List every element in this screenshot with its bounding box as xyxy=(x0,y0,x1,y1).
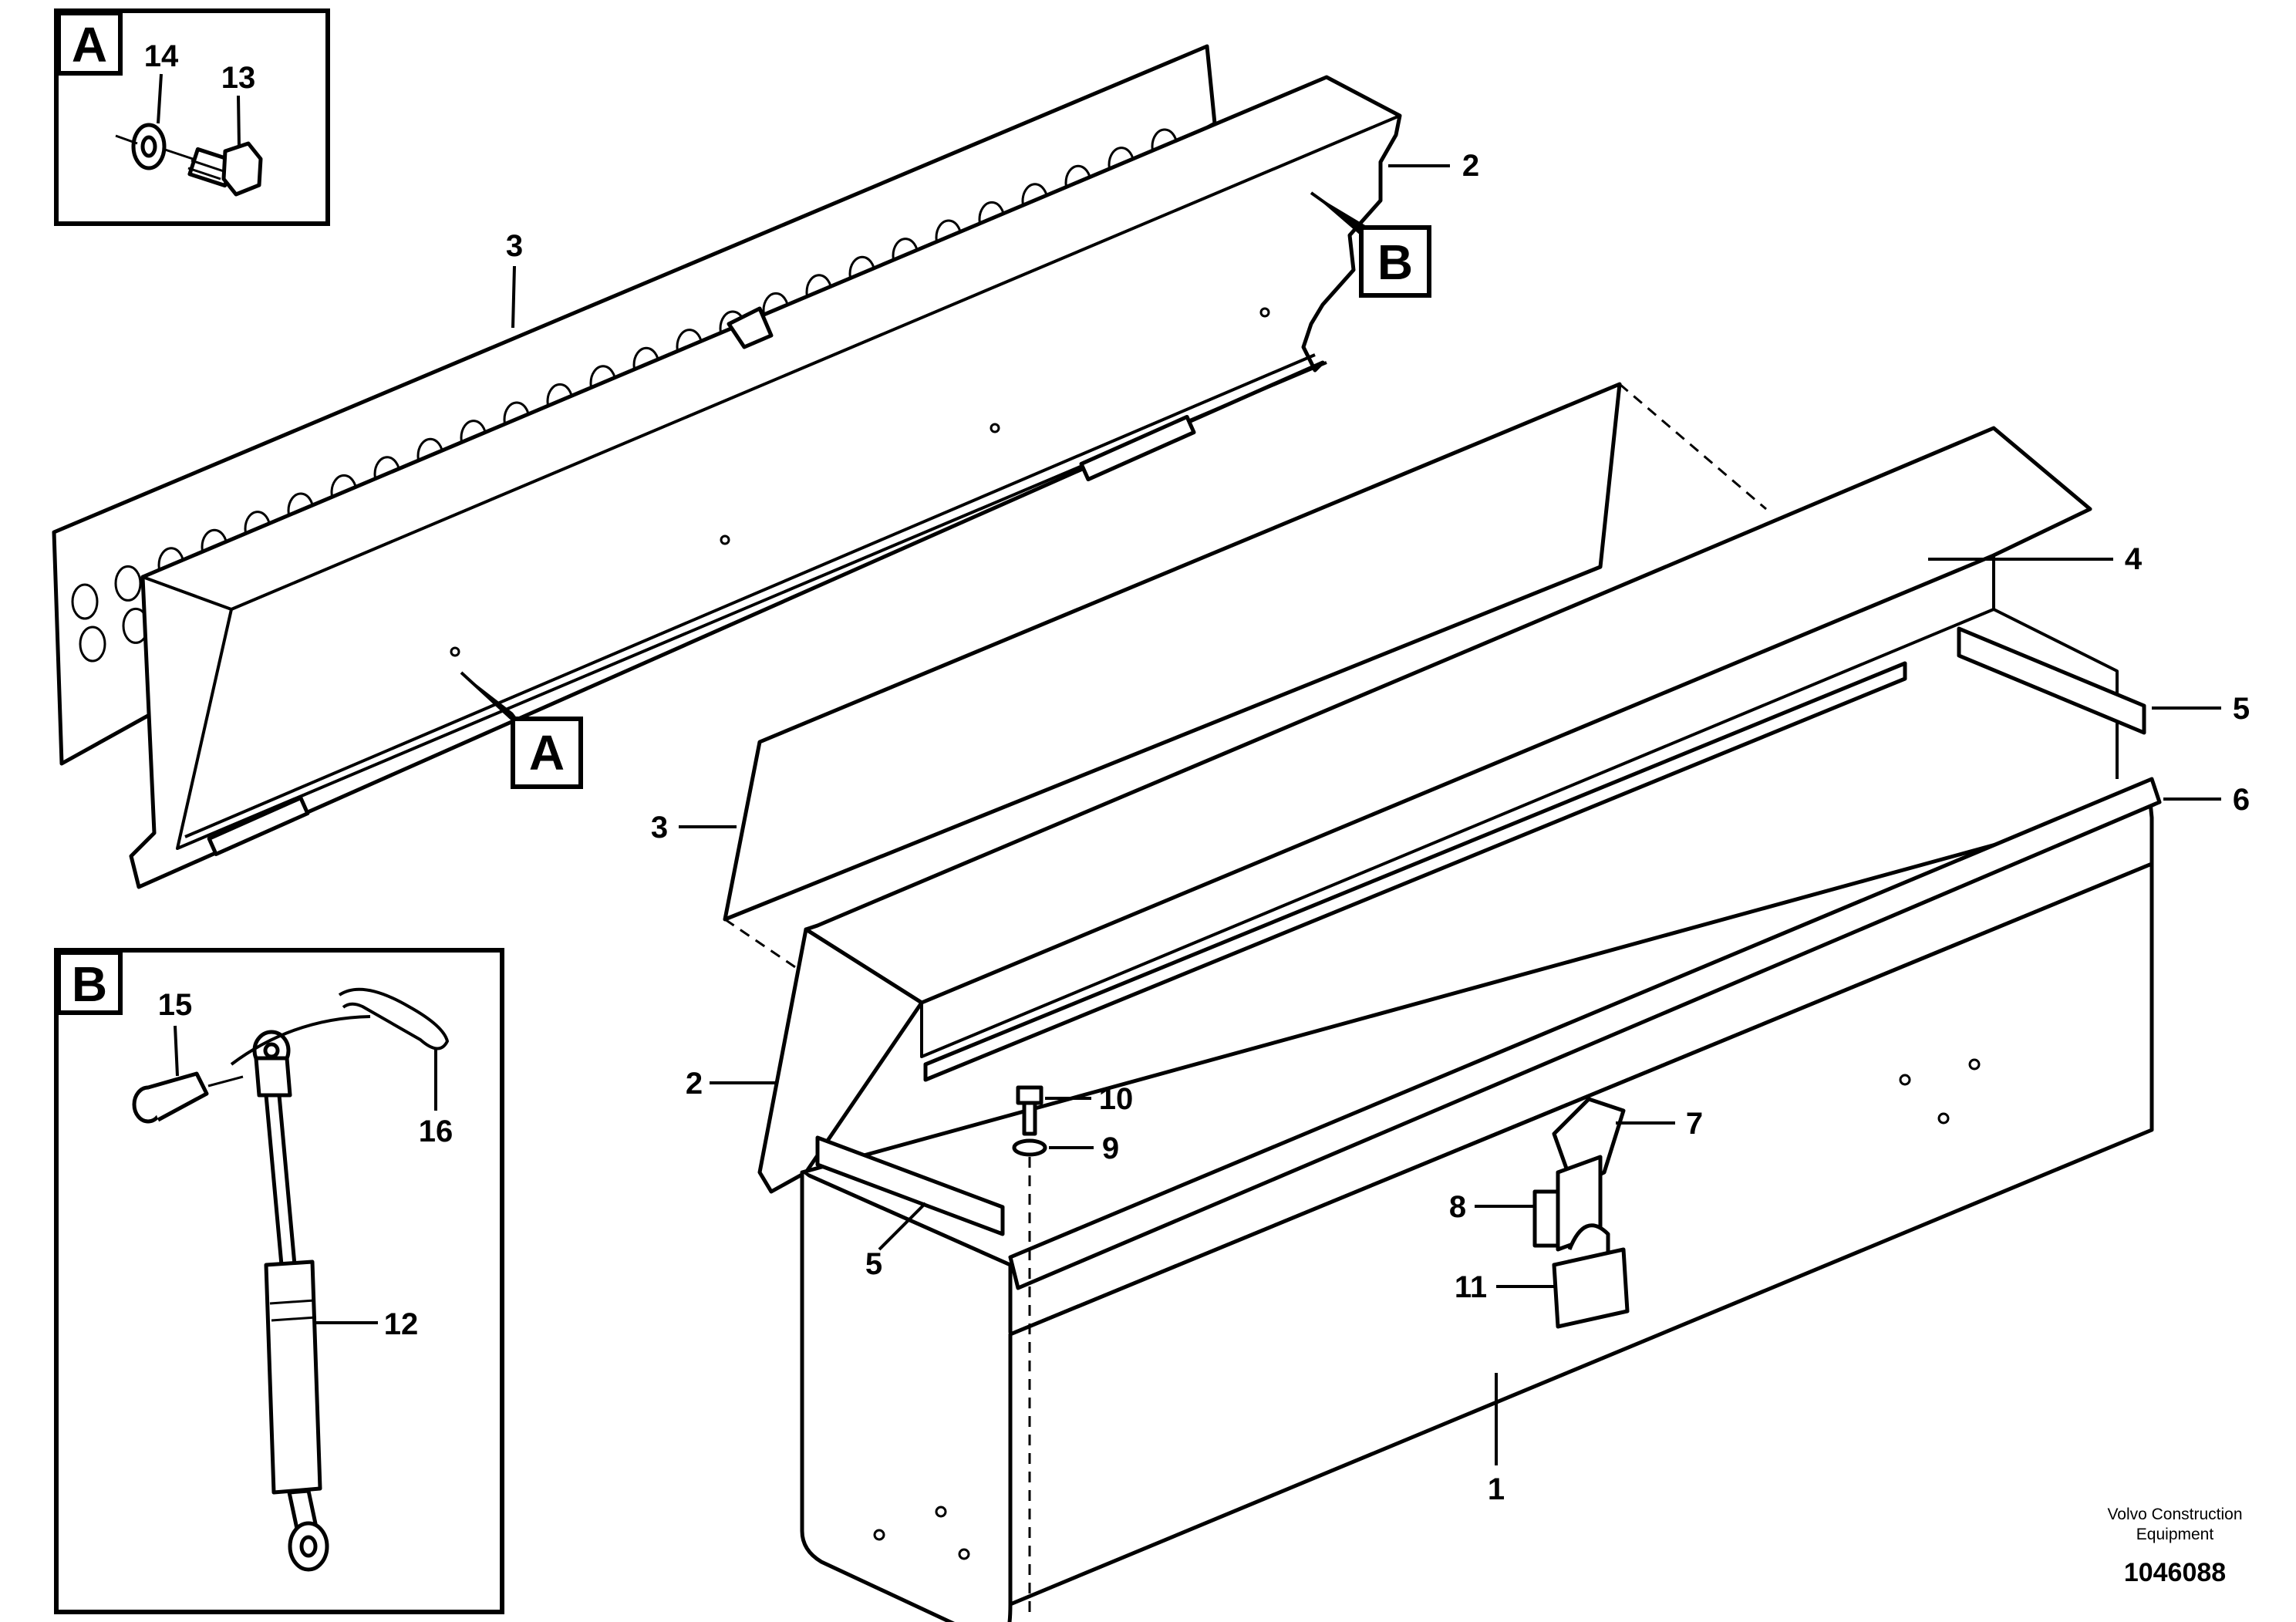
washer-part-14 xyxy=(115,123,167,170)
callout-11: 11 xyxy=(1455,1270,1487,1304)
hinge-right xyxy=(1079,414,1196,482)
callout-16: 16 xyxy=(419,1114,453,1148)
rail-6 xyxy=(1008,777,2162,1290)
tool-box-1 xyxy=(757,426,2162,1622)
latch-tab-upper xyxy=(727,306,774,349)
detail-view-a: A 14 13 xyxy=(54,8,330,226)
detail-view-b: B 15 16 12 xyxy=(54,948,504,1614)
hasp-8 xyxy=(1532,1189,1560,1248)
rail-5-right xyxy=(1957,626,2146,735)
plate-hole xyxy=(114,565,142,602)
reference-marker-a: A xyxy=(460,671,583,789)
callout-4: 4 xyxy=(2125,542,2143,576)
marker-b-letter: B xyxy=(1377,234,1413,290)
callout-7: 7 xyxy=(1686,1107,1703,1141)
plate-hole xyxy=(79,626,106,663)
reference-marker-b: B xyxy=(1310,191,1431,298)
marker-a-letter: A xyxy=(529,725,565,781)
pin-part-15 xyxy=(132,1071,244,1124)
lid-2-upper xyxy=(129,75,1402,889)
callout-3-upper: 3 xyxy=(506,229,523,263)
callout-10: 10 xyxy=(1099,1082,1134,1116)
callout-5-left: 5 xyxy=(865,1247,882,1281)
panel-3-lower xyxy=(723,382,1767,973)
callout-8: 8 xyxy=(1449,1190,1466,1224)
callout-3-lower: 3 xyxy=(651,811,668,845)
document-number: 1046088 xyxy=(2124,1558,2226,1587)
callout-15: 15 xyxy=(158,988,193,1022)
detail-a-letter: A xyxy=(72,17,107,73)
callout-5-right: 5 xyxy=(2233,692,2250,726)
bolt-part-13 xyxy=(164,141,263,197)
credit-line-2: Equipment xyxy=(2136,1526,2214,1543)
callout-14: 14 xyxy=(144,39,179,73)
hinge-left xyxy=(207,796,310,856)
detail-b-letter: B xyxy=(72,956,107,1012)
washer-9 xyxy=(1012,1138,1047,1157)
detail-b-letter-box xyxy=(56,950,123,1015)
callout-9: 9 xyxy=(1102,1131,1119,1165)
clip-part-16 xyxy=(230,987,449,1066)
padlock-11 xyxy=(1552,1223,1630,1329)
callout-12: 12 xyxy=(384,1307,419,1341)
callout-2-lower: 2 xyxy=(686,1067,703,1101)
detail-a-letter-box xyxy=(56,11,123,76)
callout-2-upper: 2 xyxy=(1462,149,1479,183)
strip-4 xyxy=(923,661,1907,1082)
callout-13: 13 xyxy=(221,61,256,95)
credit-line-1: Volvo Construction xyxy=(2107,1506,2242,1523)
plate-hole xyxy=(71,583,99,620)
callout-6: 6 xyxy=(2233,783,2250,817)
rail-5-left xyxy=(815,1135,1005,1236)
screw-10 xyxy=(1016,1085,1043,1136)
callout-1: 1 xyxy=(1488,1472,1505,1506)
